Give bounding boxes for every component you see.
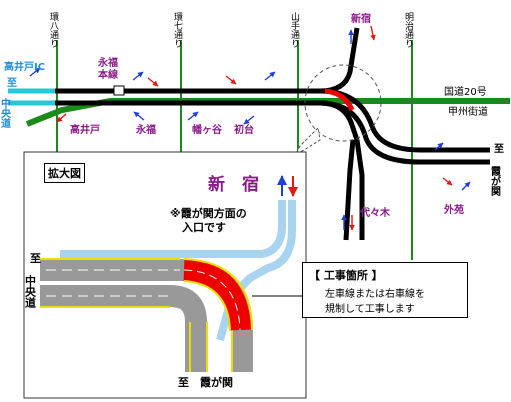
label-takaido-ic: 高井戸IC bbox=[4, 60, 45, 73]
label-koshu: 甲州街道 bbox=[448, 105, 488, 118]
enlarge-chuo: 中央道 bbox=[24, 274, 37, 309]
enlarge-note2: 入口です bbox=[182, 221, 226, 234]
enlarge-title: 拡大図 bbox=[44, 163, 85, 183]
notice-line1: 左車線または右車線を bbox=[325, 289, 425, 300]
label-yoyogi: 代々木 bbox=[359, 206, 391, 219]
label-takaido: 高井戸 bbox=[70, 123, 100, 136]
road-label-kan7: 環七通り bbox=[172, 12, 183, 48]
label-kasumigaseki: 霞が関 bbox=[489, 165, 501, 197]
construction-segment-map bbox=[324, 88, 355, 112]
road-label-meiji: 明治通り bbox=[403, 12, 414, 48]
label-eifuku: 永福 bbox=[135, 123, 156, 136]
road-label-yamate: 山手通り bbox=[289, 12, 300, 48]
enlarge-graphics bbox=[23, 151, 307, 399]
enlarge-shinjuku: 新 宿 bbox=[208, 174, 259, 195]
notice-line2: 規制して工事します bbox=[325, 304, 415, 315]
zoom-pointer bbox=[294, 126, 321, 156]
label-gaien: 外苑 bbox=[443, 203, 464, 216]
construction-notice: 【 工事箇所 】 左車線または右車線を 規制して工事します bbox=[302, 262, 468, 318]
label-hatsudai: 初台 bbox=[234, 123, 254, 136]
enlarge-bottom: 至 霞が関 bbox=[178, 375, 233, 389]
enlarge-to: 至 bbox=[30, 252, 41, 265]
chuo-stubs bbox=[8, 88, 55, 106]
label-to-chuo: 至 bbox=[7, 77, 17, 89]
enlarge-note1: ※霞が関方面の bbox=[170, 206, 247, 220]
label-kokudo: 国道20号 bbox=[444, 85, 487, 98]
label-eifuku-honsen2: 本線 bbox=[98, 68, 118, 81]
label-to-kasumigaseki: 至 bbox=[494, 143, 504, 155]
label-shinjuku-top: 新宿 bbox=[351, 12, 371, 25]
road-label-kan8: 環八通り bbox=[48, 12, 59, 48]
label-hatagaya: 幡ヶ谷 bbox=[192, 123, 223, 136]
label-eifuku-honsen: 永福 bbox=[97, 56, 118, 69]
label-chuo: 中央道 bbox=[0, 97, 11, 129]
notice-title: 【 工事箇所 】 bbox=[309, 269, 383, 282]
map-arrows bbox=[29, 25, 471, 231]
eifuku-junction-box bbox=[113, 85, 125, 96]
zoom-circle bbox=[304, 64, 382, 142]
